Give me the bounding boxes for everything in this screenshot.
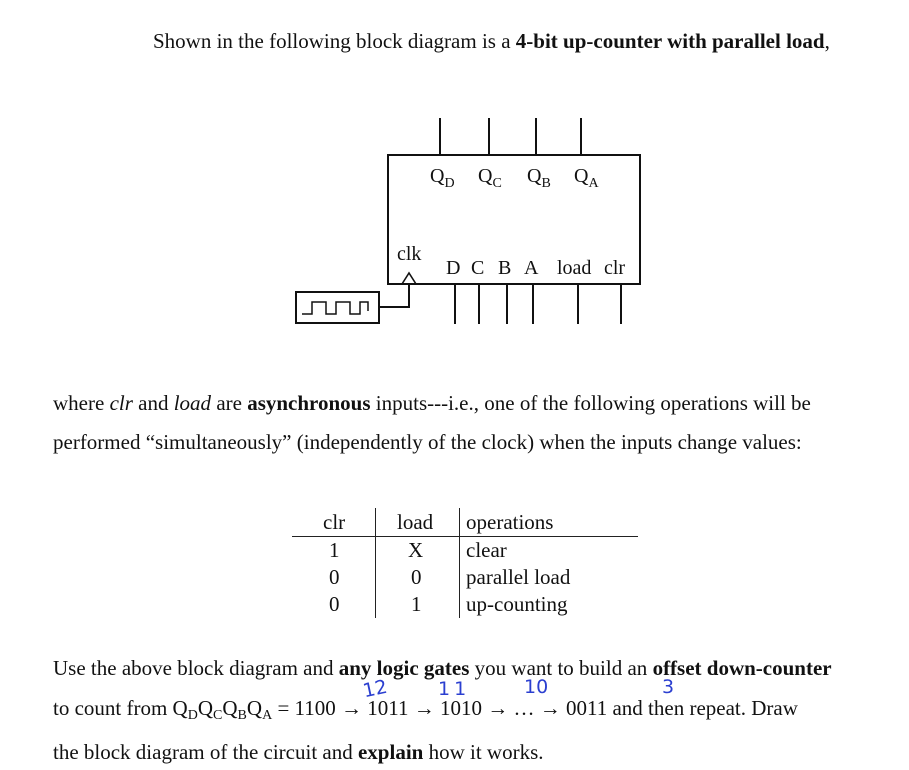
counter-type: 4-bit up-counter with parallel load (515, 29, 825, 53)
clock-wire (379, 284, 410, 308)
seq-1100: 1100 (294, 696, 336, 720)
where-line-1: where clr and load are asynchronous inpu… (53, 391, 811, 415)
seq-ellipsis: … (513, 696, 535, 720)
handwritten-10: 10 (524, 676, 549, 698)
clk-label: clk (397, 243, 421, 265)
table-header-clr: clr (323, 510, 346, 534)
table-row-3-op: up-counting (466, 592, 568, 616)
handwritten-3: 3 (662, 676, 675, 698)
table-row-2-clr: 0 (329, 565, 340, 589)
output-label-qa: QA (574, 165, 599, 191)
input-label-b: B (498, 257, 511, 279)
counter-block (387, 154, 641, 285)
table-row-1-clr: 1 (329, 538, 340, 562)
intro-text: Shown in the following block diagram is … (153, 29, 830, 53)
table-row-1-op: clear (466, 538, 507, 562)
clock-waveform (302, 301, 369, 315)
counter-block-diagram: QD QC QB QA clk D C B A load clr (295, 118, 641, 324)
table-header-rule (292, 536, 638, 537)
output-label-qd: QD (430, 165, 455, 191)
table-divider-1 (375, 508, 376, 618)
table-row-3-clr: 0 (329, 592, 340, 616)
table-header-load: load (397, 510, 434, 534)
task-line-3: the block diagram of the circuit and exp… (53, 740, 544, 764)
output-label-qc: QC (478, 165, 502, 191)
input-label-c: C (471, 257, 484, 279)
table-row-2-op: parallel load (466, 565, 571, 589)
output-label-qb: QB (527, 165, 551, 191)
seq-0011: 0011 (566, 696, 608, 720)
seq-1011: 1011 (367, 696, 409, 720)
where-line-2: performed “simultaneously” (independentl… (53, 430, 802, 454)
clock-triangle (401, 271, 417, 285)
input-label-load: load (557, 257, 591, 279)
task-line-2: to count from QDQCQBQA = 1100 → 1011 → 1… (53, 696, 798, 723)
operations-table: clr load operations 1 X clear 0 0 parall… (292, 508, 638, 618)
task-line-1: Use the above block diagram and any logi… (53, 656, 832, 680)
table-header-operations: operations (466, 510, 554, 534)
table-row-2-load: 0 (411, 565, 422, 589)
clock-source (295, 291, 380, 324)
handwritten-11: 11 (438, 678, 471, 700)
table-row-1-load: X (408, 538, 424, 562)
input-label-a: A (524, 257, 539, 279)
table-row-3-load: 1 (411, 592, 422, 616)
seq-1010: 1010 (440, 696, 482, 720)
input-label-d: D (446, 257, 460, 279)
input-label-clr: clr (604, 257, 625, 279)
table-divider-2 (459, 508, 460, 618)
